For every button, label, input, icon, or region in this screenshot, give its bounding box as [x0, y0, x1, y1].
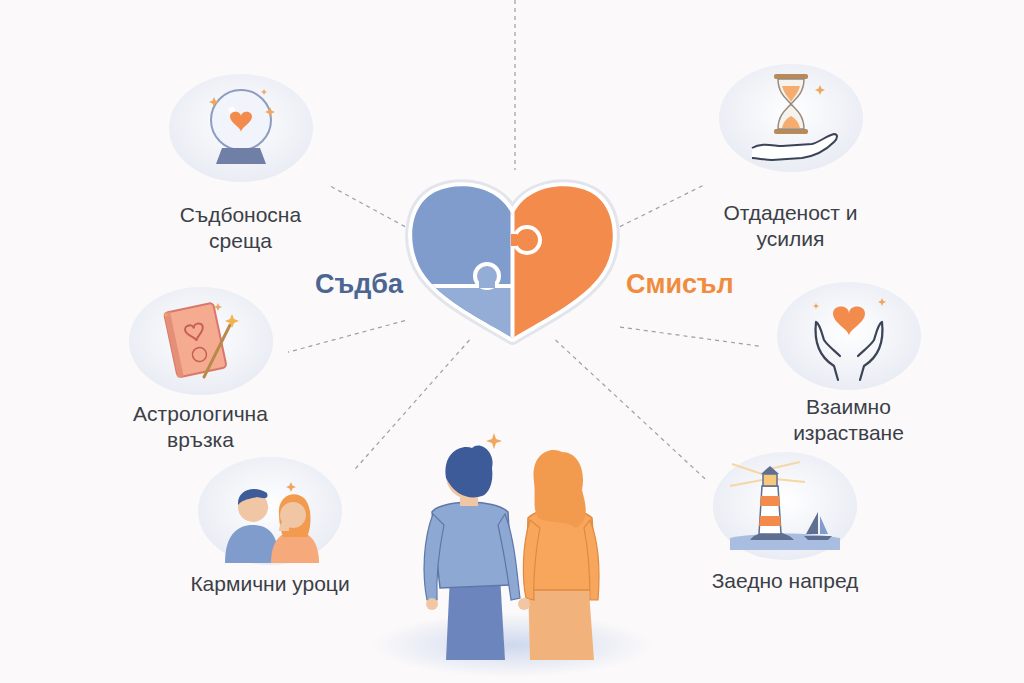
- icon-circle: [774, 280, 924, 392]
- node-label: Заедно напред: [712, 568, 859, 594]
- dashed-connector: [328, 185, 405, 227]
- icon-circle: [166, 72, 316, 184]
- heart-shape: [405, 178, 620, 340]
- dashed-connector: [355, 340, 470, 469]
- icon-circle: [195, 455, 345, 567]
- icon-node: Взаимно израстване: [761, 280, 936, 446]
- node-label: Взаимно израстване: [766, 394, 931, 446]
- couple-figure: [372, 433, 652, 677]
- dashed-connector: [288, 321, 405, 353]
- fate-heading: Съдба: [315, 268, 403, 300]
- guide-line: [514, 0, 515, 170]
- icon-node: Заедно напред: [705, 450, 865, 594]
- meaning-heading: Смисъл: [626, 268, 734, 300]
- node-label: Съдбоносна среща: [158, 202, 323, 254]
- node-label: Астрологична връзка: [118, 401, 283, 453]
- dashed-connector: [620, 186, 703, 227]
- icon-node: Астрологична връзка: [113, 285, 288, 453]
- icon-node: Кармични уроци: [185, 455, 355, 597]
- icon-node: Отдаденост и усилия: [703, 62, 878, 252]
- icon-circle: [716, 62, 866, 174]
- node-label: Кармични уроци: [190, 571, 349, 597]
- icon-node: Съдбоносна среща: [153, 72, 328, 254]
- puzzle-heart: СъдбаСмисъл: [405, 178, 620, 340]
- icon-circle: [710, 450, 860, 562]
- dashed-connector: [620, 327, 761, 346]
- dashed-connector: [556, 340, 706, 479]
- icon-circle: [126, 285, 276, 397]
- node-label: Отдаденост и усилия: [708, 200, 873, 252]
